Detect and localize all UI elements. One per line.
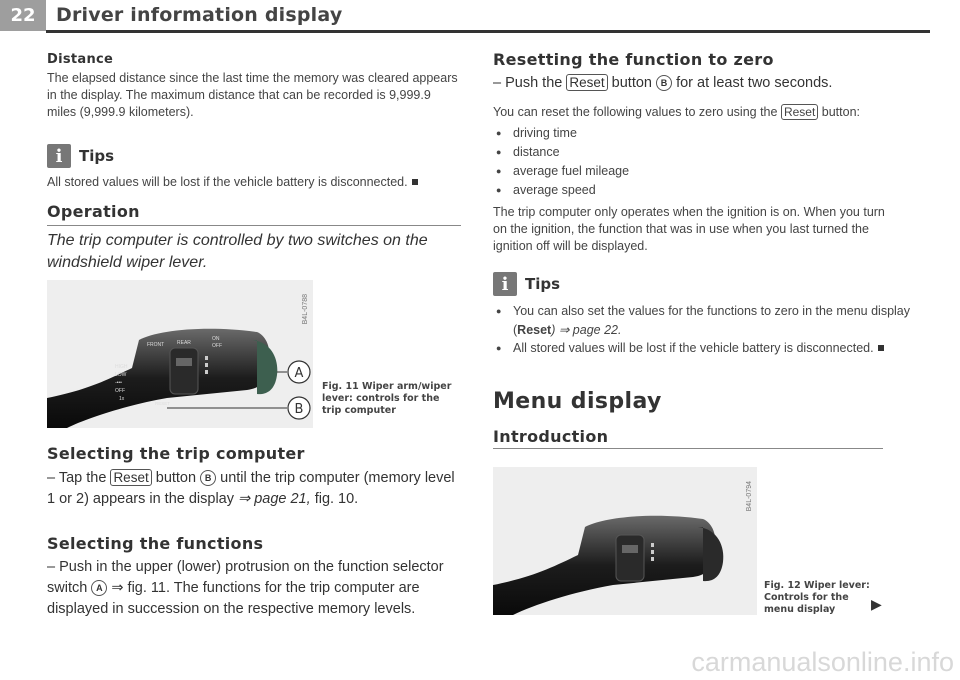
figure-11-image: B4L-0788 FRONT REAR ON OFF HIGH LOW -•••…: [47, 280, 313, 428]
tips-heading: i Tips: [493, 272, 560, 296]
operation-lead: The trip computer is controlled by two s…: [47, 232, 428, 271]
tips-label: Tips: [525, 275, 561, 293]
lever-label-rear: REAR: [177, 340, 191, 346]
step-pre: – Push in the upper (lower) protrusion o…: [47, 559, 444, 596]
tips-label: Tips: [79, 147, 115, 165]
list-item: distance: [493, 143, 907, 162]
intro-pre: You can reset the following values to ze…: [493, 105, 778, 119]
selecting-functions-heading: Selecting the functions: [47, 534, 264, 553]
circle-b: B: [200, 470, 217, 486]
circle-b: B: [656, 75, 673, 91]
tips-text-body: All stored values will be lost if the ve…: [47, 175, 408, 189]
section-rule: [493, 448, 883, 449]
section-rule: [47, 225, 461, 226]
page-ref[interactable]: ⇒ page 21,: [238, 491, 311, 507]
operation-heading: Operation: [47, 202, 140, 221]
end-mark: [411, 179, 418, 185]
lever-label-on: ON: [212, 336, 220, 342]
lever-label-high: HIGH: [115, 364, 128, 370]
distance-heading: Distance: [47, 52, 114, 67]
bullet-bold: Reset: [517, 323, 552, 337]
reset-key-inline: Reset: [780, 104, 819, 120]
bullet-text: All stored values will be lost if the ve…: [513, 341, 874, 355]
step-post: for at least two seconds.: [676, 75, 833, 91]
watermark: carmanualsonline.info: [691, 647, 954, 677]
lever-label-off2: OFF: [115, 388, 125, 394]
callout-a: A: [295, 366, 304, 381]
list-item: average speed: [493, 181, 907, 200]
lever-label-reset: RESET: [155, 401, 170, 406]
circle-a: A: [91, 580, 108, 596]
lever-label-off: OFF: [212, 343, 222, 349]
selecting-trip-heading: Selecting the trip computer: [47, 444, 305, 463]
lever-label-low: LOW: [115, 372, 127, 378]
figure-12-image: B4L-0794: [493, 467, 757, 615]
introduction-heading: Introduction: [493, 427, 609, 446]
step-post: until the trip computer (memory level 1 …: [47, 470, 455, 507]
selecting-functions-step: – Push in the upper (lower) protrusion o…: [47, 557, 461, 620]
list-item: average fuel mileage: [493, 162, 907, 181]
tips-heading: i Tips: [47, 144, 114, 168]
reset-key: Reset: [566, 74, 608, 91]
continue-arrow-icon: ▶: [871, 596, 882, 612]
step-mid: button: [611, 75, 652, 91]
wiper-lever-illustration: FRONT REAR ON OFF HIGH LOW -••• OFF 1x R…: [47, 328, 311, 428]
figure-11-caption: Fig. 11 Wiper arm/wiper lever: controls …: [322, 381, 452, 416]
bullet-pre: You can also set the values for the func…: [513, 304, 911, 337]
reset-intro: You can reset the following values to ze…: [493, 104, 907, 121]
menu-display-heading: Menu display: [493, 389, 662, 414]
step-pre: – Tap the: [47, 470, 107, 486]
page-number: 22: [0, 0, 46, 31]
chapter-title: Driver information display: [56, 4, 343, 26]
end-mark: [877, 345, 884, 351]
resetting-step: – Push the Reset button B for at least t…: [493, 72, 907, 94]
list-item: driving time: [493, 124, 907, 143]
selecting-trip-step: – Tap the Reset button B until the trip …: [47, 467, 461, 510]
page-header: 22 Driver information display: [0, 0, 960, 36]
lever-label-front: FRONT: [147, 342, 164, 348]
fig-ref: fig. 10.: [314, 491, 359, 507]
tips-text: All stored values will be lost if the ve…: [47, 174, 461, 191]
resetting-heading: Resetting the function to zero: [493, 50, 774, 69]
wiper-lever-illustration: [493, 515, 724, 615]
tips-bullet: You can also set the values for the func…: [493, 302, 913, 340]
info-icon: i: [47, 144, 71, 168]
figure-12-caption: Fig. 12 Wiper lever: Controls for the me…: [764, 580, 870, 615]
callout-b: B: [295, 402, 304, 417]
tips-bullet: All stored values will be lost if the ve…: [493, 339, 913, 358]
reset-values-list: driving time distance average fuel milea…: [493, 124, 907, 200]
intro-post: button:: [821, 105, 861, 119]
step-pre: – Push the: [493, 75, 563, 91]
info-icon: i: [493, 272, 517, 296]
distance-text: The elapsed distance since the last time…: [47, 71, 458, 119]
ignition-note: The trip computer only operates when the…: [493, 205, 885, 253]
step-mid: button: [155, 470, 197, 486]
lever-label-1x: 1x: [119, 396, 125, 402]
lever-label-int: -•••: [115, 380, 122, 386]
step-post: ⇒ fig. 11. The functions for the trip co…: [47, 580, 420, 617]
reset-key: Reset: [110, 469, 152, 486]
header-rule: [46, 30, 930, 33]
bullet-post: ) ⇒ page 22.: [551, 323, 622, 337]
